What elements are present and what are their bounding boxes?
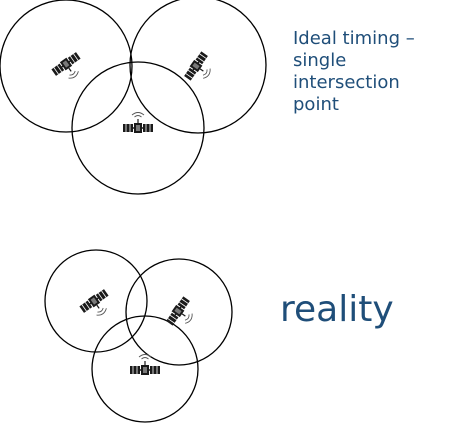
- satellite-icon: [50, 50, 88, 87]
- satellite-icon: [182, 50, 219, 88]
- reality-panel: [44, 249, 233, 423]
- ideal-range-circle-2: [129, 0, 267, 134]
- reality-range-circle-3: [91, 315, 199, 423]
- satellite-icon: [122, 111, 154, 134]
- ideal-caption-line-3: intersection: [293, 72, 400, 93]
- ideal-timing-caption: Ideal timing – single intersection point: [293, 28, 453, 116]
- ideal-range-circle-1: [0, 0, 133, 133]
- ideal-range-circle-3: [71, 61, 205, 195]
- satellite-icon: [129, 353, 161, 376]
- ideal-panel: [0, 0, 267, 195]
- ideal-caption-line-2: single: [293, 50, 347, 71]
- reality-caption: reality: [280, 289, 394, 330]
- satellite-icon: [164, 295, 201, 333]
- satellite-icon: [78, 287, 116, 324]
- reality-range-circle-1: [44, 249, 148, 353]
- reality-range-circle-2: [125, 258, 233, 366]
- ideal-caption-line-4: point: [293, 94, 339, 115]
- ideal-caption-line-1: Ideal timing –: [293, 28, 415, 49]
